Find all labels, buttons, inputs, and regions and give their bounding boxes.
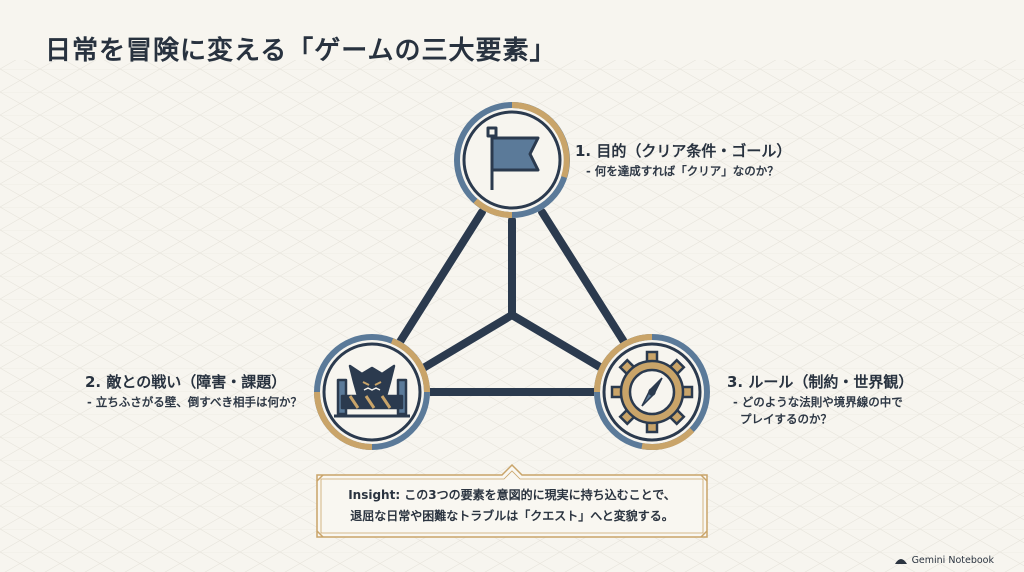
flag-icon: [486, 126, 540, 190]
node-enemy: [314, 334, 430, 450]
insight-line-2: 退屈な日常や困難なトラブルは「クエスト」へと変貌する。: [350, 509, 674, 523]
connector-center-left: [416, 311, 516, 374]
element-goal-title: 1. 目的（クリア条件・ゴール）: [575, 142, 792, 160]
connector-center-right: [508, 311, 609, 374]
monster-barricade-icon: [334, 364, 410, 418]
element-enemy-desc: - 立ちふさがる壁、倒すべき相手は何か？: [87, 395, 302, 409]
footer-brand-label: Gemini Notebook: [911, 555, 994, 566]
footer-brand: Gemini Notebook: [894, 555, 994, 566]
element-goal-desc: - 何を達成すれば「クリア」なのか？: [586, 164, 779, 178]
connector-top-right: [538, 208, 630, 349]
insight-line-1: Insight: この3つの要素を意図的に現実に持ち込むことで、: [348, 488, 676, 502]
element-rule-title: 3. ルール（制約・世界観）: [727, 373, 914, 391]
page-title: 日常を冒険に変える「ゲームの三大要素」: [45, 36, 557, 66]
element-rule-desc-1: - どのような法則や境界線の中で: [733, 395, 903, 409]
element-rule-desc-2: プレイするのか？: [740, 412, 832, 426]
insight-box: [316, 463, 708, 538]
gemini-notebook-logo-icon: [894, 559, 907, 564]
node-rule: [594, 334, 710, 450]
element-enemy-title: 2. 敵との戦い（障害・課題）: [85, 373, 287, 391]
connector-top-left: [394, 208, 486, 349]
node-goal: [454, 102, 570, 218]
insight-panel: Insight: この3つの要素を意図的に現実に持ち込むことで、 退屈な日常や困…: [317, 475, 707, 537]
gear-compass-icon: [610, 350, 694, 434]
